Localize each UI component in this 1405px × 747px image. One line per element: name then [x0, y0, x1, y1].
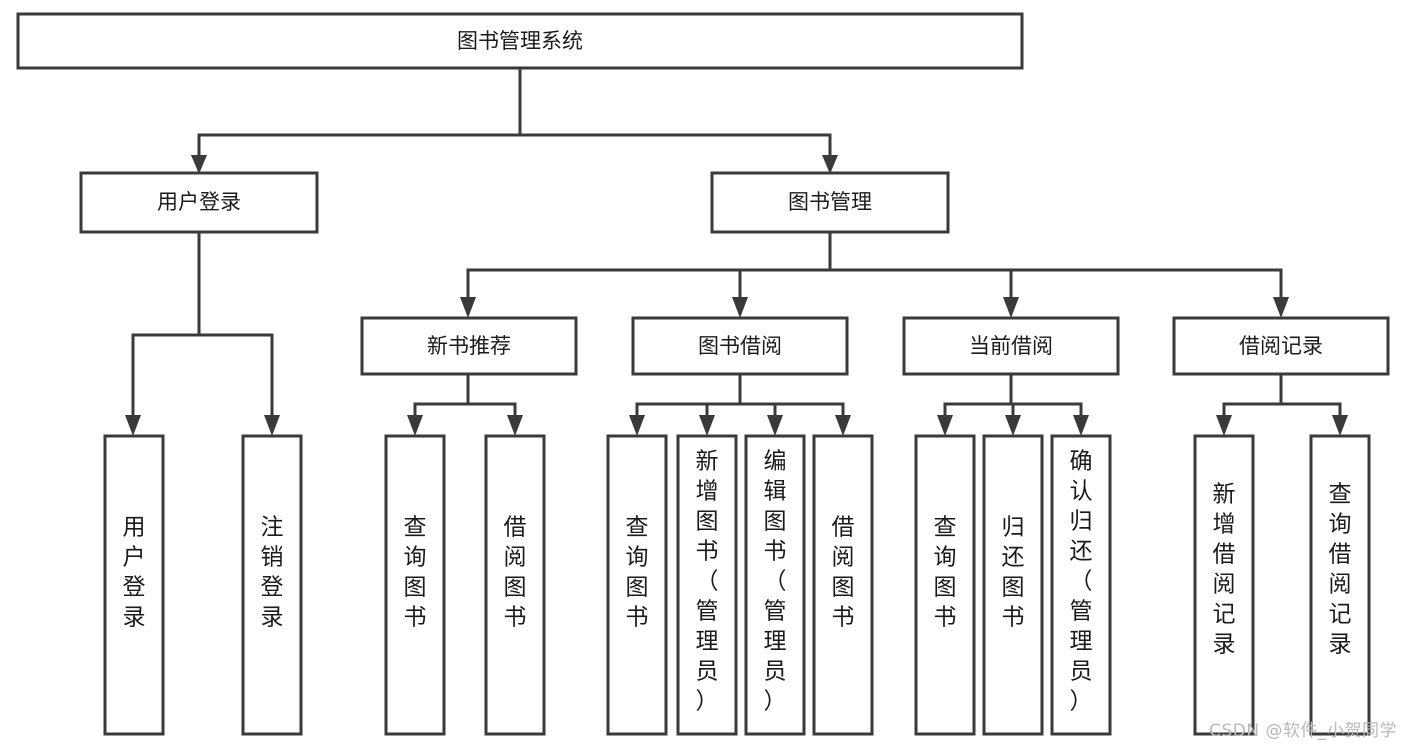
- connector-layer: [125, 66, 1348, 436]
- node-leaf-add-book-box[interactable]: [676, 434, 738, 736]
- node-book-borrow[interactable]: 图书借阅: [631, 316, 849, 376]
- node-leaf-query-book-2[interactable]: 查询图书: [606, 434, 668, 736]
- arrow-head-leaf-return-book: [1005, 415, 1021, 436]
- node-new-book-recommend-label: 新书推荐: [427, 334, 511, 358]
- arrow-head-new-book-recommend: [460, 297, 476, 318]
- node-leaf-edit-book-label: 编辑图书（管理员）: [764, 449, 787, 715]
- node-leaf-confirm-return-label: 确认归还（管理员）: [1070, 449, 1093, 715]
- node-leaf-add-book[interactable]: 新增图书（管理员）: [676, 434, 738, 736]
- node-leaf-borrow-book-2-box[interactable]: [812, 434, 874, 736]
- node-leaf-query-record[interactable]: 查询借阅记录: [1309, 434, 1371, 736]
- node-leaf-query-book-2-label: 查询图书: [626, 515, 649, 631]
- node-new-book-recommend-box[interactable]: [360, 316, 578, 376]
- node-book-manage-box[interactable]: [710, 171, 950, 234]
- node-leaf-user-login-label: 用户登录: [123, 515, 146, 631]
- arrow-head-leaf-add-book: [699, 415, 715, 436]
- node-borrow-record-label: 借阅记录: [1239, 334, 1323, 358]
- node-leaf-user-logout-box[interactable]: [241, 434, 303, 736]
- node-book-manage[interactable]: 图书管理: [710, 171, 950, 234]
- node-root-label: 图书管理系统: [457, 29, 583, 53]
- node-leaf-query-book-1[interactable]: 查询图书: [384, 434, 446, 736]
- arrow-head-leaf-borrow-book-1: [507, 415, 523, 436]
- arrow-head-leaf-user-login: [125, 415, 141, 436]
- node-user-login-label: 用户登录: [157, 190, 241, 214]
- node-leaf-user-logout-label: 注销登录: [261, 515, 284, 631]
- node-leaf-add-record[interactable]: 新增借阅记录: [1193, 434, 1255, 736]
- node-book-borrow-label: 图书借阅: [698, 334, 782, 358]
- node-leaf-borrow-book-1-label: 借阅图书: [504, 515, 527, 631]
- node-leaf-user-login[interactable]: 用户登录: [103, 434, 165, 736]
- node-leaf-query-book-2-box[interactable]: [606, 434, 668, 736]
- arrow-head-leaf-edit-book: [767, 415, 783, 436]
- node-user-login-box[interactable]: [79, 171, 319, 234]
- node-leaf-edit-book-box[interactable]: [744, 434, 806, 736]
- node-leaf-return-book-box[interactable]: [982, 434, 1044, 736]
- arrow-head-leaf-query-record: [1332, 415, 1348, 436]
- arrow-head-leaf-confirm-return: [1073, 415, 1089, 436]
- arrow-head-book-manage: [822, 155, 838, 174]
- node-borrow-record[interactable]: 借阅记录: [1172, 316, 1390, 376]
- arrow-head-leaf-query-book-1: [407, 415, 423, 436]
- node-leaf-return-book-label: 归还图书: [1002, 515, 1025, 631]
- arrow-head-leaf-query-book-3: [937, 415, 953, 436]
- node-user-login[interactable]: 用户登录: [79, 171, 319, 234]
- csdn-watermark: CSDN @软件_小贺同学: [1209, 721, 1397, 741]
- arrow-head-user-login: [191, 155, 207, 174]
- node-current-borrow-box[interactable]: [902, 316, 1120, 376]
- node-leaf-confirm-return-box[interactable]: [1050, 434, 1112, 736]
- node-root[interactable]: 图书管理系统: [16, 12, 1024, 70]
- node-leaf-edit-book[interactable]: 编辑图书（管理员）: [744, 434, 806, 736]
- node-leaf-user-login-box[interactable]: [103, 434, 165, 736]
- node-leaf-borrow-book-2-label: 借阅图书: [832, 515, 855, 631]
- node-root-box[interactable]: [16, 12, 1024, 70]
- node-current-borrow[interactable]: 当前借阅: [902, 316, 1120, 376]
- node-leaf-borrow-book-1-box[interactable]: [484, 434, 546, 736]
- node-leaf-add-record-box[interactable]: [1193, 434, 1255, 736]
- node-leaf-query-book-3[interactable]: 查询图书: [914, 434, 976, 736]
- arrow-head-leaf-borrow-book-2: [835, 415, 851, 436]
- node-leaf-query-book-3-box[interactable]: [914, 434, 976, 736]
- node-book-borrow-box[interactable]: [631, 316, 849, 376]
- node-leaf-query-book-3-label: 查询图书: [934, 515, 957, 631]
- node-leaf-add-book-label: 新增图书（管理员）: [696, 449, 719, 715]
- node-leaf-return-book[interactable]: 归还图书: [982, 434, 1044, 736]
- node-leaf-query-book-1-label: 查询图书: [404, 515, 427, 631]
- node-leaf-borrow-book-2[interactable]: 借阅图书: [812, 434, 874, 736]
- arrow-head-borrow-record: [1273, 297, 1289, 318]
- arrow-head-leaf-add-record: [1216, 415, 1232, 436]
- arrow-head-leaf-user-logout: [264, 415, 280, 436]
- node-new-book-recommend[interactable]: 新书推荐: [360, 316, 578, 376]
- arrow-head-current-borrow: [1003, 297, 1019, 318]
- arrow-head-book-borrow: [732, 297, 748, 318]
- node-leaf-user-logout[interactable]: 注销登录: [241, 434, 303, 736]
- node-borrow-record-box[interactable]: [1172, 316, 1390, 376]
- node-leaf-query-record-box[interactable]: [1309, 434, 1371, 736]
- node-current-borrow-label: 当前借阅: [969, 334, 1053, 358]
- node-book-manage-label: 图书管理: [788, 190, 872, 214]
- node-leaf-query-book-1-box[interactable]: [384, 434, 446, 736]
- node-leaf-query-record-label: 查询借阅记录: [1329, 482, 1352, 658]
- arrow-head-leaf-query-book-2: [629, 415, 645, 436]
- node-leaf-confirm-return[interactable]: 确认归还（管理员）: [1050, 434, 1112, 736]
- node-leaf-add-record-label: 新增借阅记录: [1213, 482, 1236, 658]
- node-leaf-borrow-book-1[interactable]: 借阅图书: [484, 434, 546, 736]
